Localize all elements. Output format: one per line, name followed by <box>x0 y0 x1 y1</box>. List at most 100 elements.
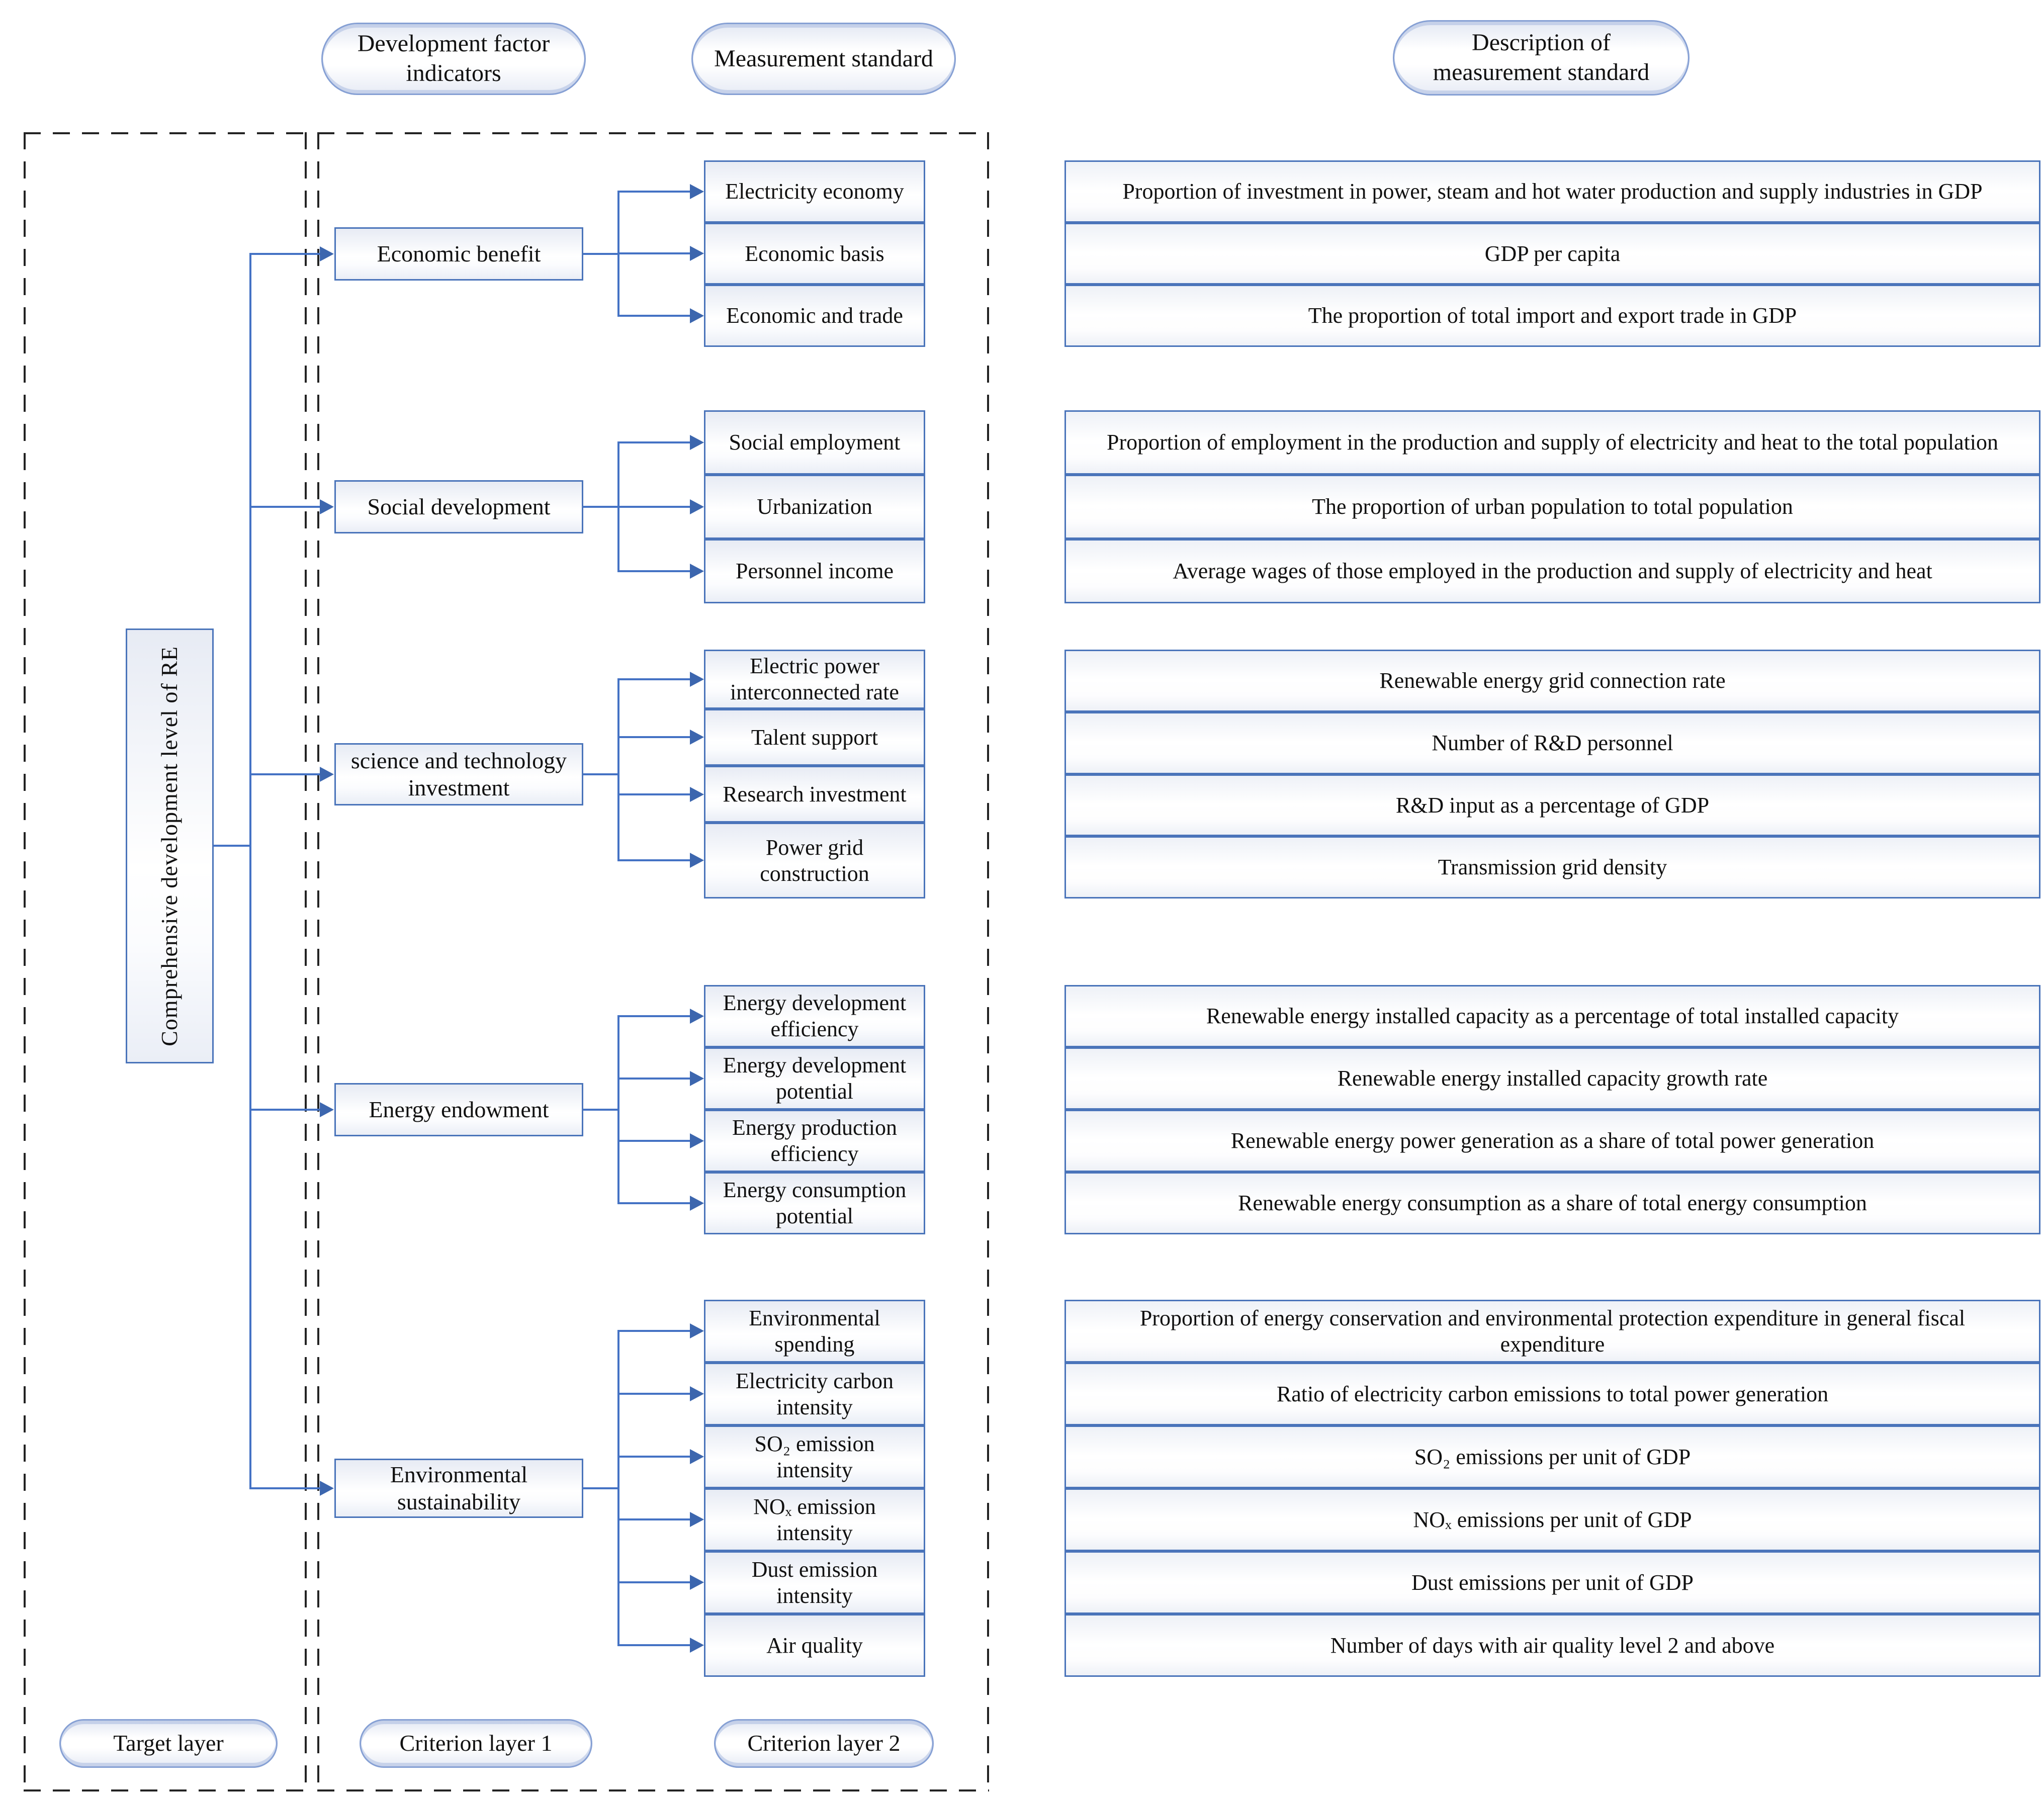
criterion-frame-top <box>317 132 989 134</box>
target-frame-right <box>305 132 307 1791</box>
arrowhead-icon <box>690 1071 704 1086</box>
connector-line <box>251 1487 321 1489</box>
connector-line <box>618 1581 691 1583</box>
measure-box: Urbanization <box>704 475 925 539</box>
description-cell: Renewable energy power generation as a s… <box>1064 1110 2040 1172</box>
description-cell: Proportion of energy conservation and en… <box>1064 1300 2040 1363</box>
connector-line <box>618 1456 691 1458</box>
measure-box: Dust emission intensity <box>704 1551 925 1614</box>
target-goal-box: Comprehensive development level of RE <box>126 629 214 1063</box>
description-cell: Ratio of electricity carbon emissions to… <box>1064 1363 2040 1425</box>
criterion-frame-right <box>987 132 989 1791</box>
measure-box: SO₂ emission intensity <box>704 1425 925 1488</box>
arrowhead-icon <box>690 564 704 579</box>
measure-box: Economic basis <box>704 223 925 285</box>
connector-line <box>583 1109 619 1111</box>
measure-box: Economic and trade <box>704 285 925 347</box>
factor-box-environmental-sustainability: Environmental sustainability <box>334 1459 583 1518</box>
description-cell: Renewable energy consumption as a share … <box>1064 1172 2040 1234</box>
arrowhead-icon <box>690 1009 704 1024</box>
arrowhead-icon <box>320 1102 334 1117</box>
arrowhead-icon <box>320 499 334 514</box>
arrowhead-icon <box>690 1575 704 1590</box>
arrowhead-icon <box>690 184 704 199</box>
measure-box: Power grid construction <box>704 823 925 899</box>
arrowhead-icon <box>690 435 704 450</box>
connector-line <box>618 1140 691 1142</box>
connector-line <box>618 441 691 443</box>
measure-box: Energy development potential <box>704 1047 925 1110</box>
header-measurement-standard: Measurement standard <box>691 23 956 95</box>
arrowhead-icon <box>690 672 704 687</box>
connector-line <box>618 678 691 680</box>
description-cell: Renewable energy installed capacity as a… <box>1064 985 2040 1047</box>
connector-line <box>251 1109 321 1111</box>
connector-line <box>214 845 251 847</box>
connector-line <box>251 253 321 255</box>
arrowhead-icon <box>690 1638 704 1653</box>
target-frame-top <box>24 132 307 134</box>
connector-line <box>583 773 619 775</box>
arrowhead-icon <box>690 1196 704 1211</box>
arrowhead-icon <box>690 1512 704 1527</box>
description-cell: SO₂ emissions per unit of GDP <box>1064 1425 2040 1488</box>
description-cell: Transmission grid density <box>1064 836 2040 899</box>
connector-line <box>251 506 321 508</box>
connector-line <box>618 859 691 861</box>
label-target-layer: Target layer <box>59 1719 278 1768</box>
target-goal-label: Comprehensive development level of RE <box>156 646 183 1046</box>
header-description-of-measurement-standard: Description of measurement standard <box>1393 20 1690 96</box>
arrowhead-icon <box>690 1449 704 1464</box>
measure-box: Talent support <box>704 709 925 766</box>
description-cell: R&D input as a percentage of GDP <box>1064 774 2040 836</box>
connector-line <box>618 1078 691 1080</box>
arrowhead-icon <box>690 499 704 514</box>
measure-box: Energy development efficiency <box>704 985 925 1047</box>
factor-box-social-development: Social development <box>334 480 583 533</box>
connector-line <box>618 793 691 795</box>
measure-box: Personnel income <box>704 539 925 603</box>
connector-line <box>618 315 691 317</box>
measure-box: Electricity carbon intensity <box>704 1363 925 1425</box>
description-cell: NOₓ emissions per unit of GDP <box>1064 1488 2040 1551</box>
measure-box: Energy production efficiency <box>704 1110 925 1172</box>
description-cell: Renewable energy installed capacity grow… <box>1064 1047 2040 1110</box>
connector-line <box>618 1393 691 1395</box>
label-criterion-layer-2: Criterion layer 2 <box>714 1719 934 1768</box>
connector-line <box>618 570 691 572</box>
connector-line <box>618 252 691 254</box>
connector-line <box>583 1487 619 1489</box>
target-frame-bottom <box>24 1789 307 1791</box>
connector-line <box>618 1518 691 1520</box>
connector-line <box>618 191 691 193</box>
arrowhead-icon <box>320 1481 334 1496</box>
target-frame-left <box>24 132 26 1791</box>
connector-line <box>583 506 619 508</box>
measure-box: Electric power interconnected rate <box>704 650 925 709</box>
description-cell: Average wages of those employed in the p… <box>1064 539 2040 603</box>
arrowhead-icon <box>690 1386 704 1401</box>
measure-box: Environmental spending <box>704 1300 925 1363</box>
description-cell: Number of R&D personnel <box>1064 712 2040 774</box>
connector-line <box>583 253 619 255</box>
description-cell: Proportion of employment in the producti… <box>1064 410 2040 475</box>
measure-box: Electricity economy <box>704 160 925 223</box>
arrowhead-icon <box>690 853 704 868</box>
measure-box: Air quality <box>704 1614 925 1677</box>
arrowhead-icon <box>690 308 704 323</box>
measure-box: Research investment <box>704 766 925 823</box>
connector-line <box>251 773 321 775</box>
label-criterion-layer-1: Criterion layer 1 <box>360 1719 592 1768</box>
description-cell: Renewable energy grid connection rate <box>1064 650 2040 712</box>
arrowhead-icon <box>320 246 334 261</box>
connector-line <box>618 1644 691 1646</box>
connector-line <box>618 1015 691 1017</box>
description-cell: Number of days with air quality level 2 … <box>1064 1614 2040 1677</box>
description-cell: The proportion of total import and expor… <box>1064 285 2040 347</box>
connector-line <box>618 1330 691 1332</box>
measure-box: Energy consumption potential <box>704 1172 925 1234</box>
description-cell: Proportion of investment in power, steam… <box>1064 160 2040 223</box>
arrowhead-icon <box>690 787 704 802</box>
connector-line <box>618 1202 691 1204</box>
